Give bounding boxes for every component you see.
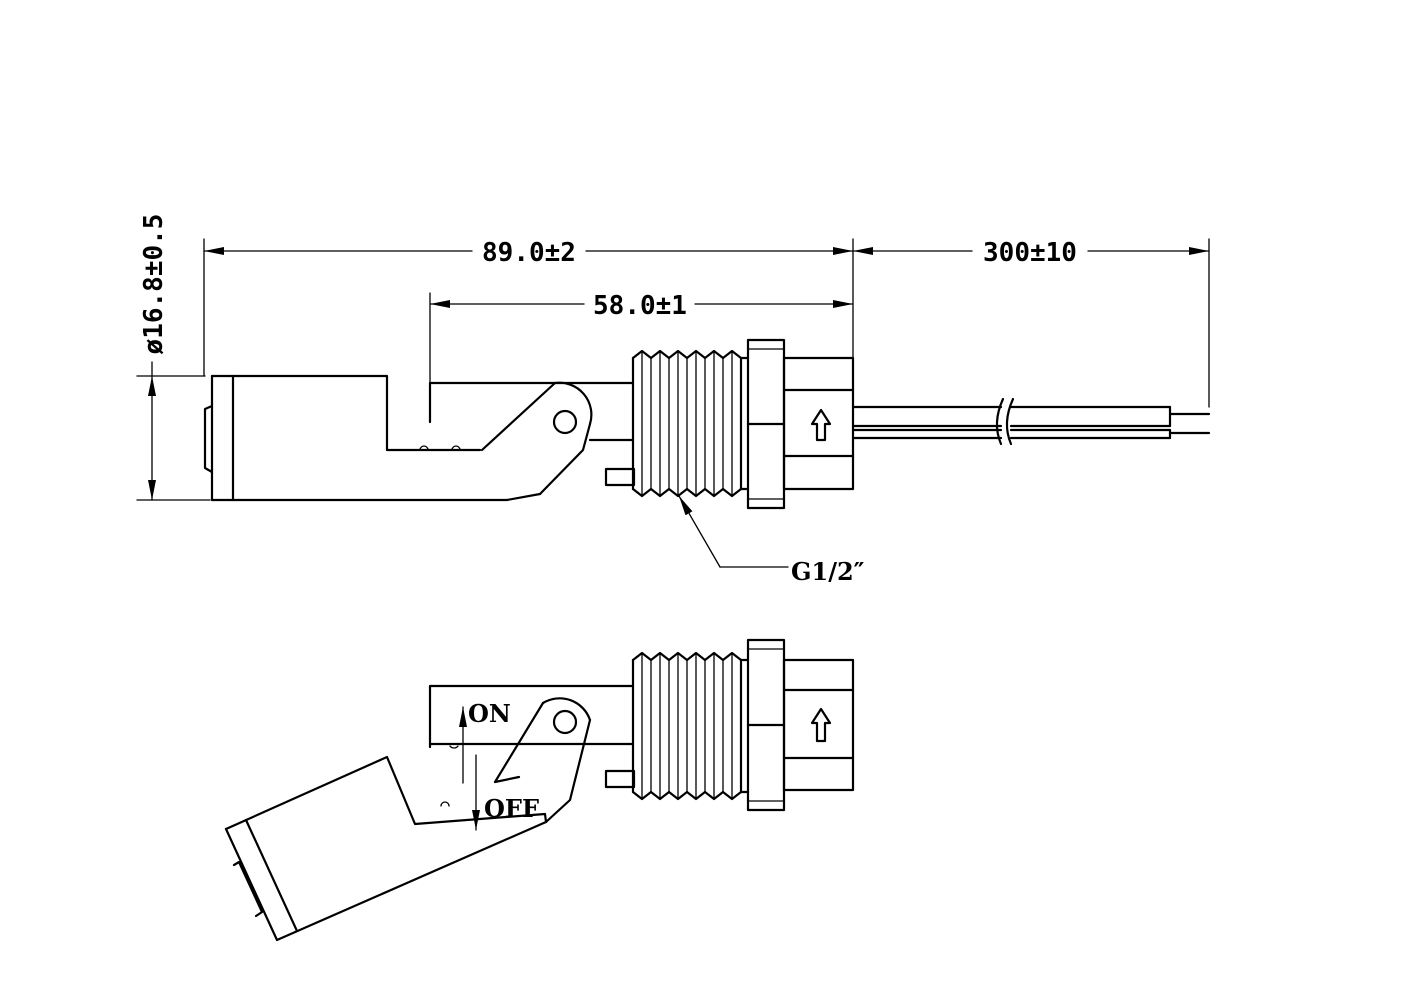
on-label: ON bbox=[468, 699, 511, 728]
inner-length-label: 58.0±1 bbox=[593, 291, 687, 321]
cable-housing bbox=[782, 356, 855, 491]
switch-states: ON OFF bbox=[459, 699, 539, 831]
stop-pin bbox=[604, 467, 636, 487]
tilted-float-body bbox=[224, 755, 548, 942]
break-mark-icon bbox=[995, 397, 1005, 446]
thread-callout: G1/2″ bbox=[678, 495, 865, 586]
thread-label: G1/2″ bbox=[791, 557, 865, 586]
dim-inner-length: 58.0±1 bbox=[429, 291, 854, 384]
hinge-arm bbox=[428, 381, 635, 496]
flow-arrow-icon bbox=[810, 408, 832, 442]
stop-pin-lower bbox=[604, 769, 636, 789]
threaded-section bbox=[631, 349, 743, 498]
float-body bbox=[203, 374, 542, 502]
hex-nut bbox=[739, 338, 786, 510]
cable-length-label: 300±10 bbox=[983, 238, 1077, 268]
hinge-arm-lower bbox=[428, 684, 635, 824]
threaded-section-lower bbox=[631, 651, 743, 801]
cable-housing-lower bbox=[782, 658, 855, 792]
overall-length-label: 89.0±2 bbox=[482, 238, 576, 268]
dim-cable-length: 300±10 bbox=[852, 238, 1210, 408]
dim-diameter: ø16.8±0.5 bbox=[136, 214, 211, 501]
flow-arrow-icon bbox=[810, 707, 832, 743]
diameter-label: ø16.8±0.5 bbox=[139, 214, 169, 355]
cable-wires bbox=[851, 397, 1211, 446]
top-view: 89.0±2 300±10 58.0±1 ø16.8±0.5 bbox=[136, 214, 1211, 586]
off-label: OFF bbox=[484, 794, 539, 823]
dim-overall-length: 89.0±2 bbox=[203, 238, 854, 377]
hex-nut-lower bbox=[739, 638, 786, 812]
bottom-view: ON OFF bbox=[224, 638, 855, 942]
